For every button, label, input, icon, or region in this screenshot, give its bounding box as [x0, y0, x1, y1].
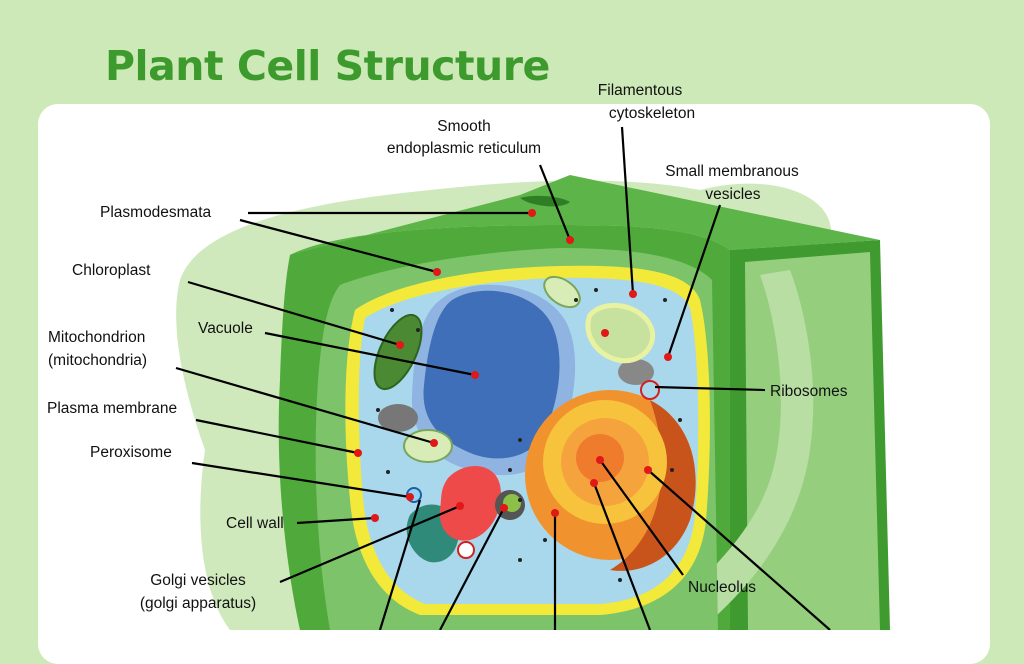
page-title: Plant Cell Structure [105, 42, 550, 90]
label-plasmodesmata: Plasmodesmata [100, 204, 212, 221]
chloroplast-shape [373, 313, 423, 391]
pointer-dots [354, 209, 672, 522]
ribosome-dots [376, 288, 682, 582]
label-plasma-membrane: Plasma membrane [47, 400, 177, 417]
plant-cell-diagram: Smooth endoplasmic reticulum Filamentous… [47, 82, 890, 630]
label-golgi-2: (golgi apparatus) [140, 595, 256, 612]
label-chloroplast: Chloroplast [72, 262, 151, 279]
mitochondrion-shape [403, 429, 453, 463]
label-vacuole: Vacuole [198, 320, 253, 337]
label-cell-wall: Cell wall [226, 515, 284, 532]
label-peroxisome: Peroxisome [90, 444, 172, 461]
label-mitochondrion-1: Mitochondrion [48, 329, 145, 346]
label-nucleolus: Nucleolus [688, 579, 756, 596]
label-smooth-er-1: Smooth [437, 118, 490, 135]
label-smooth-er-2: endoplasmic reticulum [387, 140, 541, 157]
label-mitochondrion-2: (mitochondria) [48, 352, 147, 369]
label-cytoskeleton-2: cytoskeleton [609, 105, 695, 122]
label-cytoskeleton-1: Filamentous [598, 82, 683, 99]
leader-lines [175, 126, 831, 630]
label-vesicles-1: Small membranous [665, 163, 799, 180]
smooth-er-shape [585, 303, 656, 364]
label-vesicles-2: vesicles [705, 186, 760, 203]
label-golgi-1: Golgi vesicles [150, 572, 246, 589]
label-ribosomes: Ribosomes [770, 383, 848, 400]
golgi-shape [439, 465, 501, 541]
